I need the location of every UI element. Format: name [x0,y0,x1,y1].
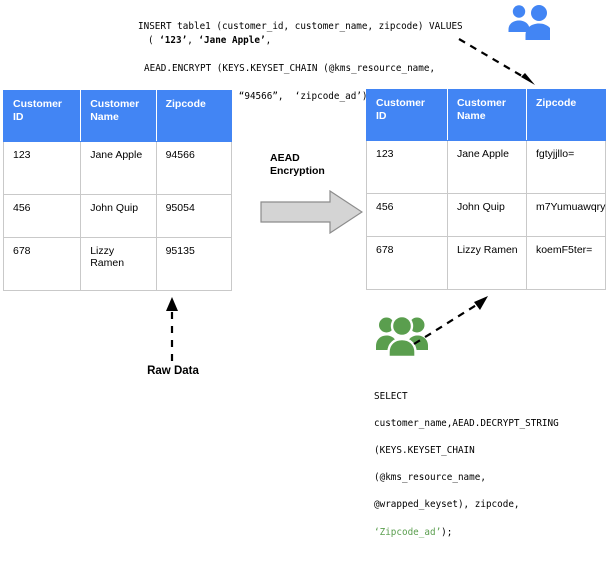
cell-zipcode: m7Yumuawqry [525,193,607,237]
cell-zipcode: 95054 [155,194,233,238]
insert-line-2: ( ‘123’, ‘Jane Apple’, [138,34,518,48]
select-line-6: ‘Zipcode_ad’); [374,526,609,540]
table-row: 678 Lizzy Ramen 95135 [2,237,233,291]
header-text: Customer [90,98,140,110]
insert-line-2-prefix: ( [148,35,160,46]
cell-customer-id: 123 [366,140,448,194]
select-line-2: customer_name,AEAD.DECRYPT_STRING [374,417,559,429]
cell-customer-id: 678 [2,237,82,291]
header-text: Customer [456,97,506,109]
table-row: 456 John Quip m7Yumuawqry [366,193,607,237]
insert-value-customer-name: ‘Jane Apple’ [198,35,266,46]
aead-label-line-2: Encryption [270,165,325,177]
raw-data-label: Raw Data [147,365,199,377]
cell-customer-name: John Quip [446,193,527,237]
select-line-1: SELECT [374,390,408,402]
header-text: Name [90,110,119,123]
header-zipcode: Zipcode [525,89,607,141]
cell-zipcode: fgtyjjllo= [525,140,607,194]
aead-encryption-label: AEAD Encryption [270,152,325,178]
select-line-3: (KEYS.KEYSET_CHAIN [374,444,475,456]
table-row: 678 Lizzy Ramen koemF5ter= [366,236,607,290]
header-text: Customer [376,97,426,109]
aead-label-line-1: AEAD [270,152,300,164]
header-text: Name [456,109,486,122]
select-line-6-tail: ); [441,526,453,538]
cell-zipcode: koemF5ter= [525,236,607,290]
cell-customer-name: Lizzy Ramen [446,236,527,290]
table-row: 456 John Quip 95054 [2,194,233,238]
cell-zipcode: 94566 [155,141,233,195]
header-zipcode: Zipcode [155,90,233,142]
insert-value-customer-id: ‘123’ [159,35,188,46]
insert-flow-arrow [458,38,535,85]
aead-encryption-arrow [260,190,363,234]
header-text: ID [376,109,387,122]
table-row: 123 Jane Apple 94566 [2,141,233,195]
cell-customer-name: Jane Apple [446,140,527,194]
cell-customer-id: 456 [2,194,82,238]
select-statement: SELECT customer_name,AEAD.DECRYPT_STRING… [374,376,609,566]
cell-customer-id: 456 [366,193,448,237]
select-zipcode-ad-literal: ‘Zipcode_ad’ [374,526,442,538]
header-text: Zipcode [165,98,206,110]
insert-line-1: INSERT table1 (customer_id, customer_nam… [138,21,463,32]
people-group-icon [508,5,550,40]
diagram-canvas: INSERT table1 (customer_id, customer_nam… [2,5,607,538]
header-text: Customer [13,98,63,110]
table-row: 123 Jane Apple fgtyjjllo= [366,140,607,194]
raw-data-arrow [166,297,178,361]
select-line-4: (@kms_resource_name, [374,472,486,484]
cell-customer-name: Lizzy Ramen [80,237,157,291]
cell-customer-id: 678 [366,236,448,290]
cell-zipcode: 95135 [155,237,233,291]
cell-customer-name: Jane Apple [80,141,157,195]
cell-customer-name: John Quip [80,194,157,238]
insert-line-2-suffix: , [265,35,272,46]
people-group-icon [376,314,428,358]
header-text: Zipcode [535,97,577,109]
insert-line-3: AEAD.ENCRYPT (KEYS.KEYSET_CHAIN (@kms_re… [144,63,436,74]
select-line-5: @wrapped_keyset), zipcode, [374,499,520,511]
select-flow-arrow [413,296,488,345]
cell-customer-id: 123 [2,141,82,195]
insert-line-2-sep: , [187,35,199,46]
header-text: ID [13,110,24,123]
